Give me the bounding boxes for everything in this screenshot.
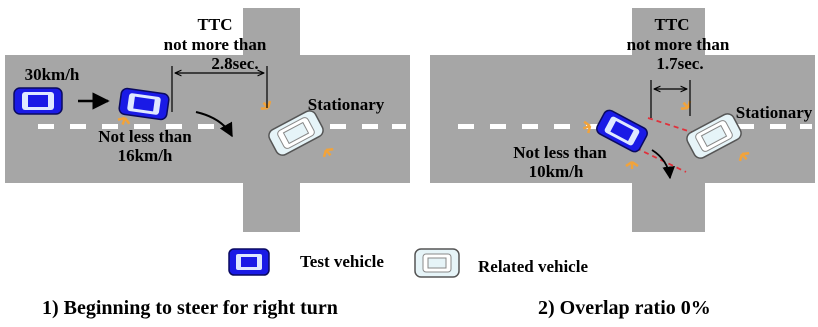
right-related-state: Stationary <box>736 103 813 122</box>
legend-test-label: Test vehicle <box>300 252 384 271</box>
left-related-state: Stationary <box>308 95 385 114</box>
left-scene: TTC not more than 2.8sec. 30km/h Not les… <box>5 8 410 232</box>
right-ttc-line1: not more than <box>627 35 730 54</box>
left-lane-marking <box>38 124 406 129</box>
legend-related-vehicle-icon <box>414 248 460 278</box>
left-speed-line1: Not less than <box>98 127 192 146</box>
left-road <box>5 8 410 232</box>
right-lane-marking <box>458 124 812 129</box>
right-ttc-title: TTC <box>655 15 690 34</box>
left-test-vehicle-start-icon <box>13 87 63 115</box>
left-speed-line2: 16km/h <box>118 146 173 165</box>
right-speed-line2: 10km/h <box>529 162 584 181</box>
right-scene: TTC not more than 1.7sec. Not less than … <box>430 8 815 232</box>
right-speed-line1: Not less than <box>513 143 607 162</box>
left-turn-path-arrow <box>195 111 233 138</box>
right-overlap-line-2 <box>635 147 687 173</box>
left-initial-speed: 30km/h <box>25 65 80 84</box>
legend-test-vehicle-icon <box>228 248 270 276</box>
left-test-vehicle-steer-icon <box>117 87 171 121</box>
left-ttc-line2: 2.8sec. <box>211 54 258 73</box>
legend: Test vehicle Related vehicle <box>228 248 588 278</box>
legend-related-label: Related vehicle <box>478 257 588 276</box>
right-caption: 2) Overlap ratio 0% <box>538 297 711 319</box>
left-ttc-line1: not more than <box>164 35 267 54</box>
right-turn-path-arrow <box>651 149 676 180</box>
right-ttc-line2: 1.7sec. <box>656 54 703 73</box>
left-caption: 1) Beginning to steer for right turn <box>42 297 338 319</box>
left-ttc-title: TTC <box>198 15 233 34</box>
